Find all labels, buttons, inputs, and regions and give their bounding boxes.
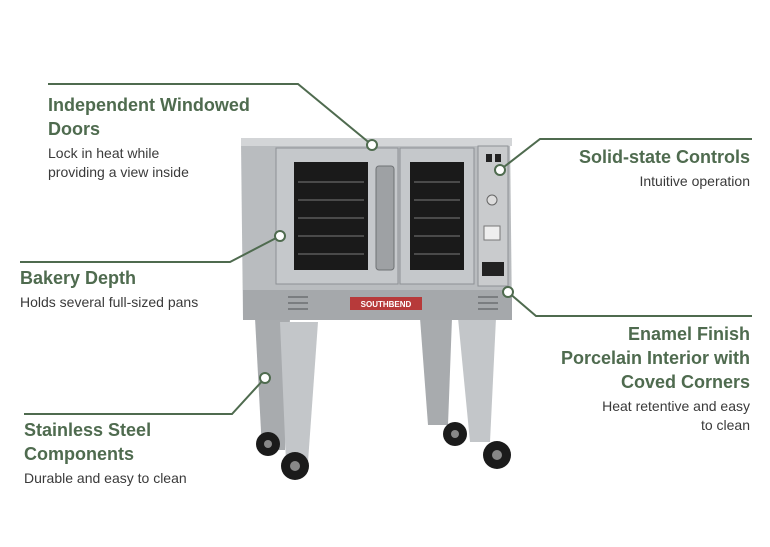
callout-doors-desc: Lock in heat while providing a view insi… xyxy=(48,144,250,182)
dot-doors xyxy=(366,139,378,151)
callout-controls-title: Solid-state Controls xyxy=(578,147,750,167)
brand-plate-text: SOUTHBEND xyxy=(361,300,412,309)
callout-enamel-title-line3: Coved Corners xyxy=(620,372,750,392)
dot-steel xyxy=(259,372,271,384)
callout-enamel-title-line1: Enamel Finish xyxy=(627,324,750,344)
leader-steel xyxy=(24,377,266,415)
oven-legs xyxy=(255,318,496,462)
leader-enamel xyxy=(507,291,752,317)
oven-doors xyxy=(275,147,475,285)
dot-bakery xyxy=(274,230,286,242)
callout-enamel-desc: Heat retentive and easy to clean xyxy=(561,397,750,435)
callout-enamel-title-line2: Porcelain Interior with xyxy=(560,348,750,368)
callout-enamel-desc-line1: Heat retentive and easy xyxy=(602,398,750,414)
callout-doors-desc-line1: Lock in heat while xyxy=(48,145,160,161)
leader-doors xyxy=(48,83,373,146)
brand-plate: SOUTHBEND xyxy=(350,297,422,310)
callout-bakery-title: Bakery Depth xyxy=(20,268,137,288)
dot-controls xyxy=(494,164,506,176)
leader-bakery xyxy=(20,235,281,263)
dot-enamel xyxy=(502,286,514,298)
callout-enamel: Enamel Finish Porcelain Interior with Co… xyxy=(561,322,750,435)
callout-doors-title-line1: Independent Windowed xyxy=(48,95,250,115)
callout-doors-title-line2: Doors xyxy=(48,119,101,139)
callout-doors-desc-line2: providing a view inside xyxy=(48,164,189,180)
callout-steel: Stainless Steel Components Durable and e… xyxy=(24,418,187,488)
callout-controls-desc: Intuitive operation xyxy=(639,173,750,189)
callout-steel-desc: Durable and easy to clean xyxy=(24,470,187,486)
callout-steel-title-line1: Stainless Steel xyxy=(24,420,152,440)
callout-steel-title-line2: Components xyxy=(24,444,134,464)
callout-enamel-desc-line2: to clean xyxy=(700,417,750,433)
oven-casters xyxy=(256,422,511,480)
callout-controls: Solid-state Controls Intuitive operation xyxy=(579,145,750,191)
callout-bakery-desc: Holds several full-sized pans xyxy=(20,294,199,310)
callout-bakery: Bakery Depth Holds several full-sized pa… xyxy=(20,266,198,312)
callout-doors: Independent Windowed Doors Lock in heat … xyxy=(48,93,250,182)
leader-controls xyxy=(499,138,752,171)
